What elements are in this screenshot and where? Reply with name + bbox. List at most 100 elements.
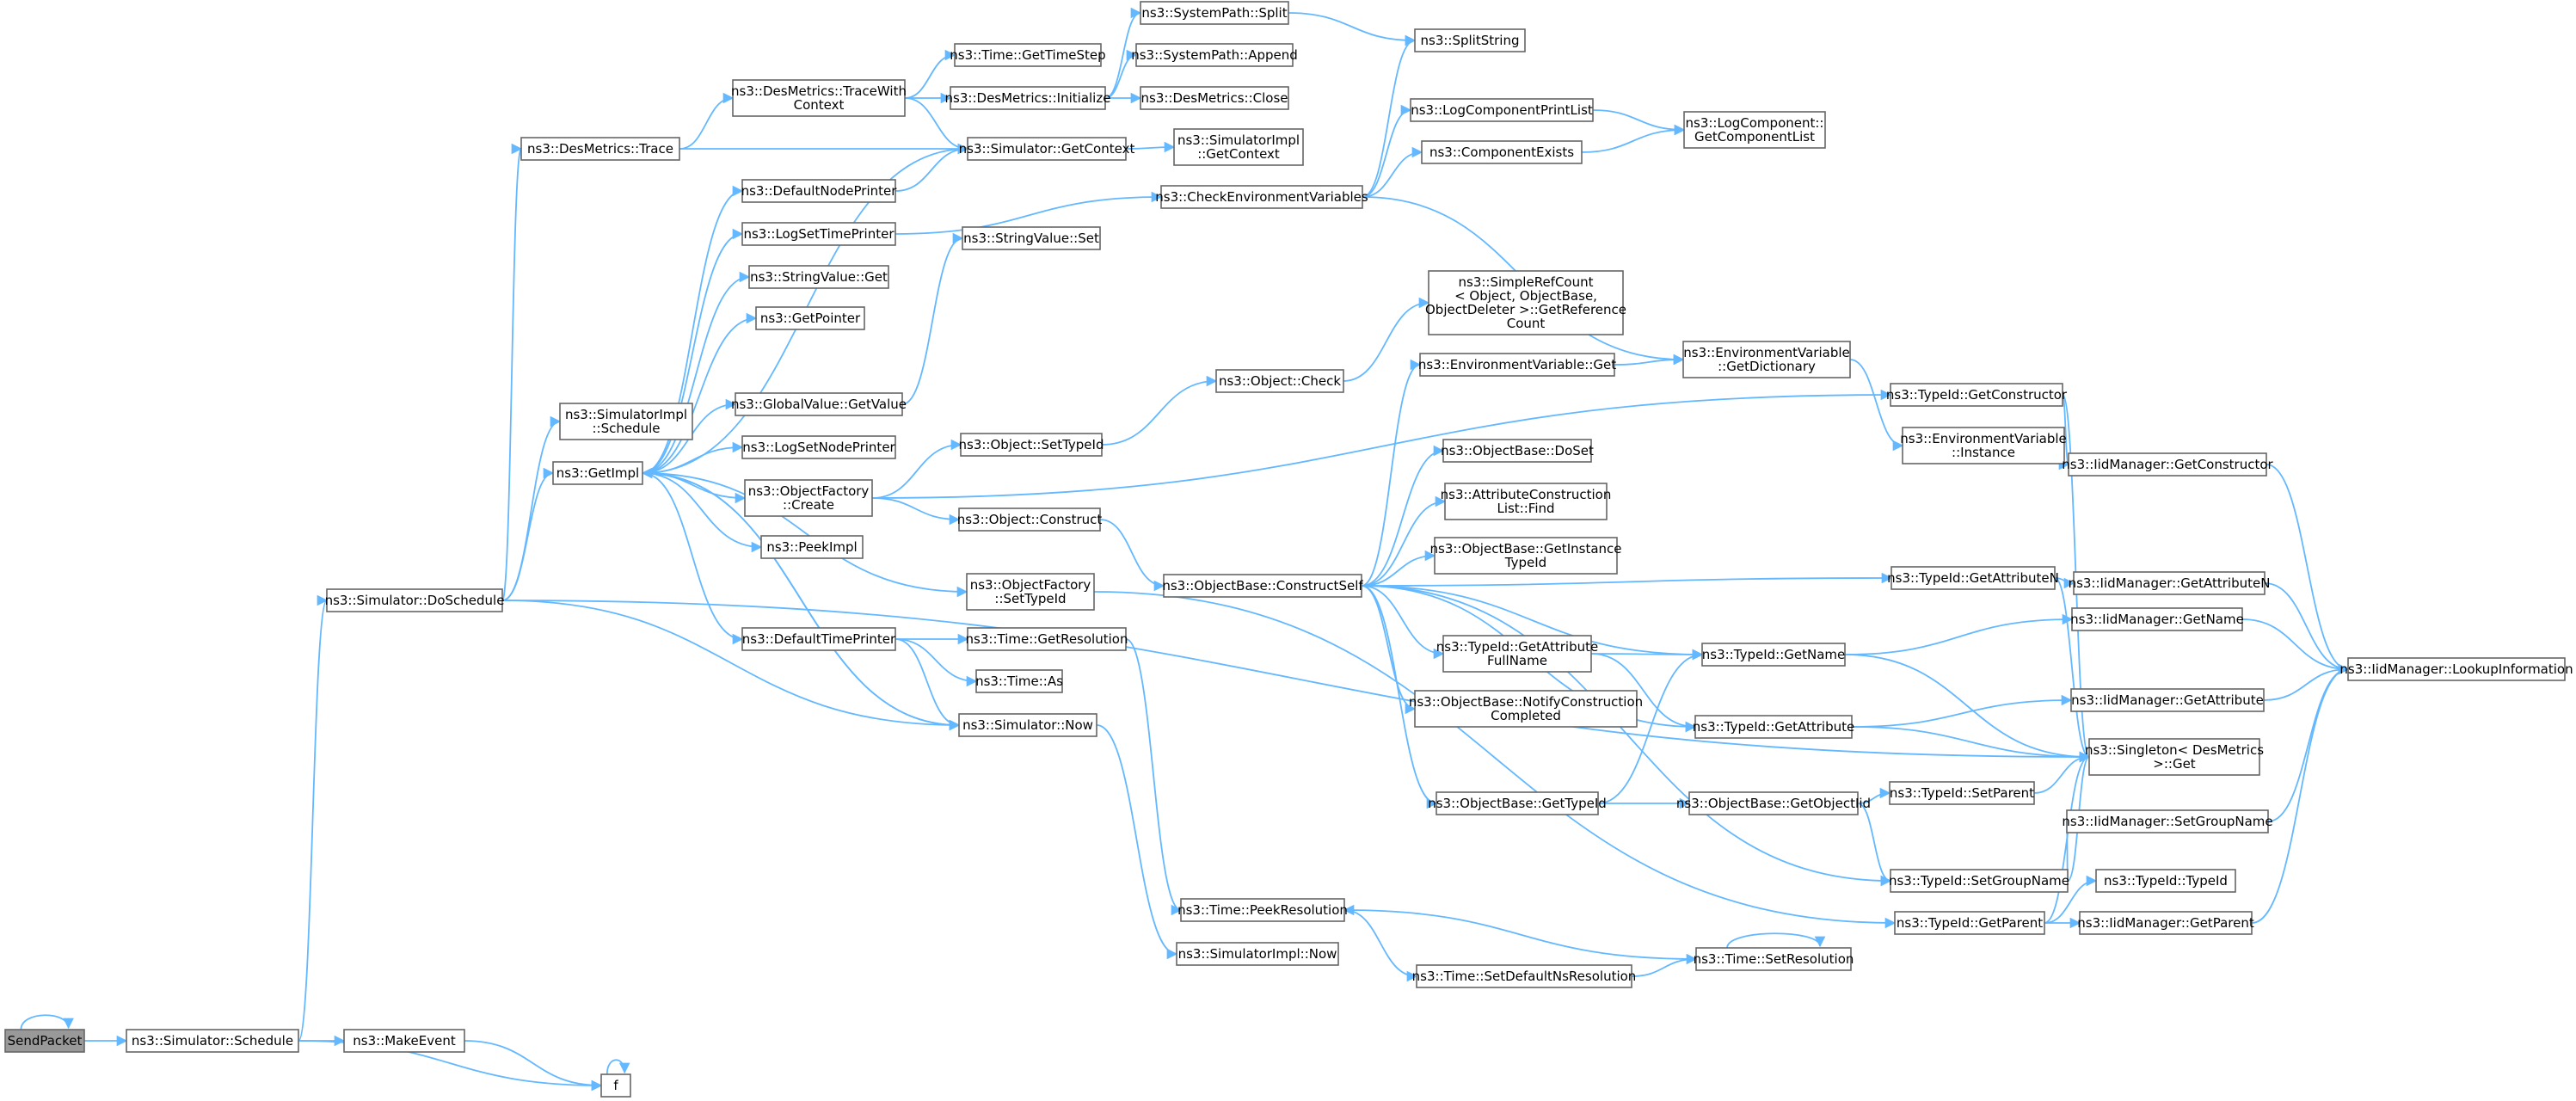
node-box-checkenv[interactable] [1160,185,1363,209]
node-typeid_getattributen[interactable]: ns3::TypeId::GetAttributeN [1887,566,2059,590]
node-object_check[interactable]: ns3::Object::Check [1215,369,1344,393]
node-box-iid_setgroupname[interactable] [2066,809,2269,833]
node-box-componentexists[interactable] [1421,140,1583,164]
node-time_getresolution[interactable]: ns3::Time::GetResolution [966,627,1128,651]
node-simplerefcount[interactable]: ns3::SimpleRefCount< Object, ObjectBase,… [1425,270,1626,335]
node-sendpacket[interactable]: SendPacket [4,1029,85,1053]
node-object_construct[interactable]: ns3::Object::Construct [957,507,1103,532]
node-checkenv[interactable]: ns3::CheckEnvironmentVariables [1155,185,1368,209]
node-box-objectbase_notifyconstruction[interactable] [1414,690,1638,728]
node-iid_getattribute[interactable]: ns3::IidManager::GetAttribute [2070,688,2265,712]
node-box-object_settypeid[interactable] [960,433,1103,457]
node-box-envvar_get[interactable] [1419,353,1615,377]
node-box-typeid_getparent[interactable] [1894,911,2045,935]
node-getimpl[interactable]: ns3::GetImpl [552,461,643,485]
node-box-objectfactory_create[interactable] [744,479,873,517]
node-box-stringvalue_set[interactable] [962,226,1101,250]
node-box-objectbase_getinstancetypeid[interactable] [1434,537,1618,575]
node-typeid_getname[interactable]: ns3::TypeId::GetName [1701,643,1846,667]
node-desmetrics_close[interactable]: ns3::DesMetrics::Close [1140,86,1289,110]
node-objectfactory_create[interactable]: ns3::ObjectFactory::Create [744,479,873,517]
node-box-object_check[interactable] [1215,369,1344,393]
node-objectbase_doset[interactable]: ns3::ObjectBase::DoSet [1441,439,1594,463]
node-desmetrics_trace[interactable]: ns3::DesMetrics::Trace [520,137,680,161]
node-box-desmetrics_close[interactable] [1140,86,1289,110]
node-box-singleton_get[interactable] [2088,738,2260,776]
node-defaultnodeprinter[interactable]: ns3::DefaultNodePrinter [741,179,898,203]
node-box-objectfactory_settypeid[interactable] [966,573,1095,611]
node-logsettimeprinter[interactable]: ns3::LogSetTimePrinter [741,222,896,246]
node-sim_schedule[interactable]: ns3::Simulator::Schedule [126,1029,299,1053]
node-globalvalue_getvalue[interactable]: ns3::GlobalValue::GetValue [731,392,907,416]
node-box-desmetrics_trace[interactable] [520,137,680,161]
node-systempath_append[interactable]: ns3::SystemPath::Append [1131,43,1298,67]
node-box-typeid_getattributefullname[interactable] [1442,635,1592,673]
node-getpointer[interactable]: ns3::GetPointer [755,306,865,330]
node-sim_getcontext[interactable]: ns3::Simulator::GetContext [959,137,1135,161]
node-box-simimpl_getcontext[interactable] [1173,128,1304,166]
node-box-time_setdefaultnsres[interactable] [1416,964,1632,988]
node-box-iid_getname[interactable] [2071,607,2243,631]
node-time_as[interactable]: ns3::Time::As [975,669,1063,693]
node-f[interactable]: f [600,1073,631,1098]
node-box-globalvalue_getvalue[interactable] [735,392,903,416]
node-simimpl_getcontext[interactable]: ns3::SimulatorImpl::GetContext [1173,128,1304,166]
node-peekimpl[interactable]: ns3::PeekImpl [760,535,864,559]
node-typeid_typeid[interactable]: ns3::TypeId::TypeId [2095,869,2236,893]
node-box-time_as[interactable] [975,669,1063,693]
node-box-typeid_getattributen[interactable] [1891,566,2056,590]
node-box-simimpl_schedule[interactable] [559,403,693,440]
node-box-objectbase_doset[interactable] [1442,439,1592,463]
node-box-time_peekresolution[interactable] [1180,898,1345,922]
node-box-time_getresolution[interactable] [967,627,1127,651]
node-componentexists[interactable]: ns3::ComponentExists [1421,140,1583,164]
node-typeid_getconstructor[interactable]: ns3::TypeId::GetConstructor [1886,383,2068,407]
node-box-envvar_instance[interactable] [1902,427,2065,464]
node-objectfactory_settypeid[interactable]: ns3::ObjectFactory::SetTypeId [966,573,1095,611]
node-typeid_getattribute[interactable]: ns3::TypeId::GetAttribute [1693,715,1854,739]
node-box-systempath_split[interactable] [1140,1,1289,25]
node-time_peekresolution[interactable]: ns3::Time::PeekResolution [1177,898,1348,922]
node-typeid_getparent[interactable]: ns3::TypeId::GetParent [1894,911,2045,935]
node-box-iid_lookupinformation[interactable] [2347,657,2566,681]
node-systempath_split[interactable]: ns3::SystemPath::Split [1140,1,1289,25]
node-box-defaultnodeprinter[interactable] [741,179,896,203]
node-box-f[interactable] [600,1073,631,1098]
node-sim_now[interactable]: ns3::Simulator::Now [958,713,1097,737]
node-box-typeid_getattribute[interactable] [1694,715,1853,739]
node-box-iid_getparent[interactable] [2079,911,2253,935]
node-box-time_setresolution[interactable] [1695,947,1852,971]
node-envvar_getdictionary[interactable]: ns3::EnvironmentVariable::GetDictionary [1682,341,1851,378]
node-typeid_setgroupname[interactable]: ns3::TypeId::SetGroupName [1889,869,2069,893]
node-box-logsetnodeprinter[interactable] [741,435,896,459]
node-box-attrconstruction_find[interactable] [1444,483,1608,520]
node-box-logcomponent_getcomponentlist[interactable] [1683,111,1826,149]
node-box-typeid_typeid[interactable] [2095,869,2236,893]
node-box-defaulttimeprinter[interactable] [741,627,896,651]
node-box-stringvalue_get[interactable] [748,265,889,289]
node-object_settypeid[interactable]: ns3::Object::SetTypeId [959,433,1104,457]
node-simimpl_now[interactable]: ns3::SimulatorImpl::Now [1176,942,1339,966]
node-box-typeid_getconstructor[interactable] [1890,383,2063,407]
node-box-desmetrics_tracewith[interactable] [732,79,906,117]
node-box-typeid_setgroupname[interactable] [1890,869,2069,893]
node-time_setresolution[interactable]: ns3::Time::SetResolution [1694,947,1854,971]
node-box-sim_doschedule[interactable] [326,588,503,612]
node-singleton_get[interactable]: ns3::Singleton< DesMetrics >::Get [2085,738,2264,776]
node-box-simimpl_now[interactable] [1176,942,1339,966]
node-box-iid_getattributen[interactable] [2073,571,2266,595]
node-box-simplerefcount[interactable] [1428,270,1624,335]
node-box-splitstring[interactable] [1414,28,1526,52]
node-box-typeid_setparent[interactable] [1889,781,2035,805]
node-box-envvar_getdictionary[interactable] [1682,341,1851,378]
node-makeevent[interactable]: ns3::MakeEvent [343,1029,465,1053]
node-box-time_gettimestep[interactable] [954,43,1102,67]
node-box-objectbase_constructself[interactable] [1163,574,1362,598]
node-box-sim_schedule[interactable] [126,1029,299,1053]
node-box-typeid_getname[interactable] [1701,643,1846,667]
node-iid_getattributen[interactable]: ns3::IidManager::GetAttributeN [2069,571,2271,595]
node-box-object_construct[interactable] [958,507,1101,532]
